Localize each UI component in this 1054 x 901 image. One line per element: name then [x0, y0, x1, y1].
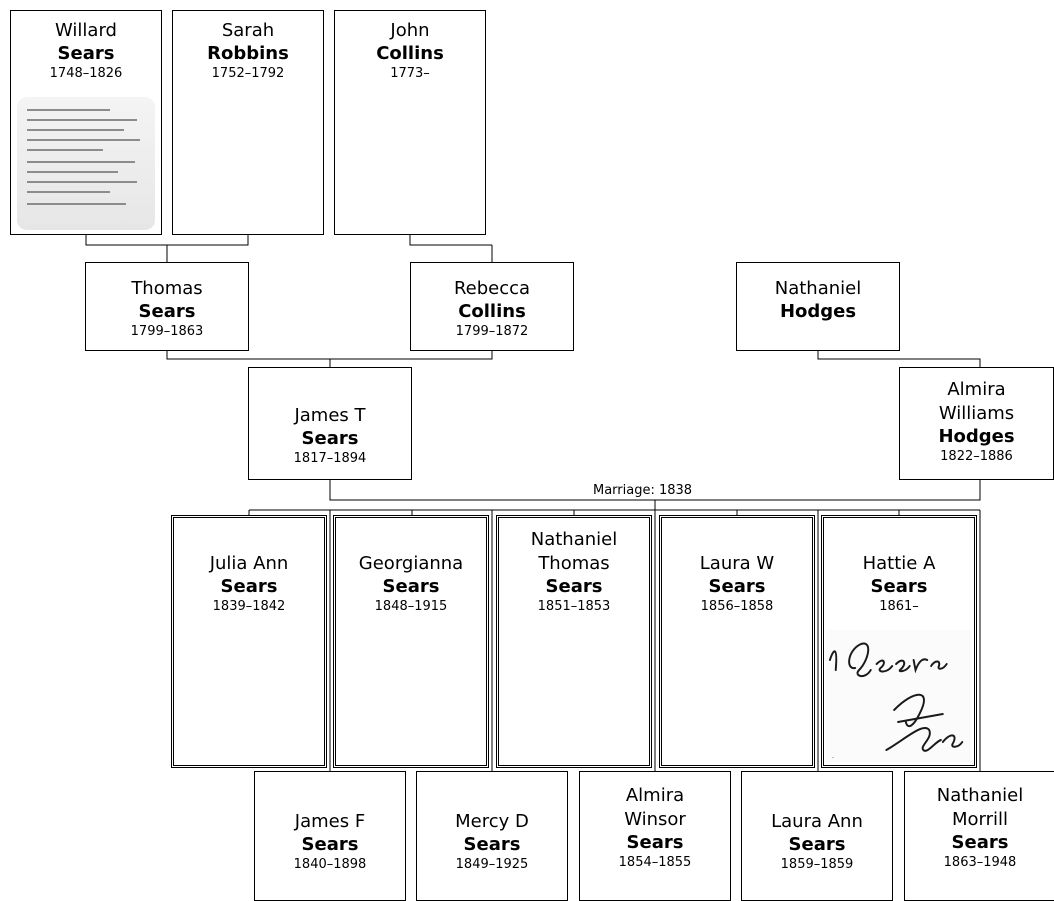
given-name: Almira Winsor — [624, 785, 686, 830]
person-thomas-sears[interactable]: Thomas Sears 1799–1863 — [85, 262, 249, 351]
person-nathaniel-morrill-sears[interactable]: Nathaniel Morrill Sears 1863–1948 — [904, 771, 1054, 901]
svg-text:.: . — [832, 752, 834, 760]
surname: Sears — [545, 576, 603, 597]
person-james-t-sears[interactable]: James T Sears 1817–1894 — [248, 367, 412, 480]
given-name: Almira Williams — [938, 379, 1015, 424]
surname: Sears — [708, 576, 766, 597]
surname: Sears — [788, 834, 846, 855]
given-name: Laura Ann — [771, 811, 863, 832]
person-julia-ann-sears[interactable]: Julia Ann Sears 1839–1842 — [171, 515, 327, 768]
signature-photo[interactable]: . — [826, 630, 972, 762]
life-dates: 1799–1863 — [130, 324, 204, 339]
given-name: Sarah — [221, 20, 275, 41]
surname: Sears — [220, 576, 278, 597]
life-dates: 1848–1915 — [374, 599, 448, 614]
given-name: James F — [294, 811, 366, 832]
person-mercy-d-sears[interactable]: Mercy D Sears 1849–1925 — [416, 771, 568, 901]
person-james-f-sears[interactable]: James F Sears 1840–1898 — [254, 771, 406, 901]
person-laura-ann-sears[interactable]: Laura Ann Sears 1859–1859 — [741, 771, 893, 901]
surname: Sears — [138, 301, 196, 322]
person-almira-winsor-sears[interactable]: Almira Winsor Sears 1854–1855 — [579, 771, 731, 901]
person-john-collins[interactable]: John Collins 1773– — [334, 10, 486, 235]
life-dates: 1849–1925 — [455, 857, 529, 872]
surname: Sears — [301, 834, 359, 855]
person-nathaniel-thomas-sears[interactable]: Nathaniel Thomas Sears 1851–1853 — [496, 515, 652, 768]
surname: Robbins — [207, 43, 289, 64]
life-dates: 1752–1792 — [211, 66, 285, 81]
given-name: Nathaniel Morrill — [936, 785, 1024, 830]
life-dates: 1773– — [390, 66, 430, 81]
person-georgianna-sears[interactable]: Georgianna Sears 1848–1915 — [333, 515, 489, 768]
life-dates: 1861– — [879, 599, 919, 614]
life-dates: 1840–1898 — [293, 857, 367, 872]
surname: Collins — [376, 43, 444, 64]
given-name: Laura W — [699, 553, 775, 574]
surname: Sears — [951, 832, 1009, 853]
connector-lines — [85, 235, 981, 771]
surname: Hodges — [938, 426, 1015, 447]
person-rebecca-collins[interactable]: Rebecca Collins 1799–1872 — [410, 262, 574, 351]
given-name: Georgianna — [358, 553, 464, 574]
person-sarah-robbins[interactable]: Sarah Robbins 1752–1792 — [172, 10, 324, 235]
surname: Sears — [57, 43, 115, 64]
surname: Collins — [458, 301, 526, 322]
person-laura-w-sears[interactable]: Laura W Sears 1856–1858 — [659, 515, 815, 768]
life-dates: 1822–1886 — [940, 449, 1013, 464]
given-name: James T — [294, 405, 366, 426]
given-name: Nathaniel — [774, 278, 862, 299]
document-photo[interactable] — [17, 97, 155, 230]
surname: Hodges — [779, 301, 857, 322]
life-dates: 1817–1894 — [293, 451, 367, 466]
life-dates: 1851–1853 — [537, 599, 611, 614]
life-dates: 1799–1872 — [455, 324, 529, 339]
person-almira-williams-hodges[interactable]: Almira Williams Hodges 1822–1886 — [899, 367, 1054, 480]
person-willard-sears[interactable]: Willard Sears 1748–1826 — [10, 10, 162, 235]
given-name: Thomas — [131, 278, 203, 299]
given-name: John — [390, 20, 430, 41]
given-name: Julia Ann — [209, 553, 289, 574]
person-nathaniel-hodges[interactable]: Nathaniel Hodges — [736, 262, 900, 351]
given-name: Mercy D — [455, 811, 529, 832]
given-name: Willard — [55, 20, 117, 41]
marriage-label: Marriage: 1838 — [591, 483, 695, 499]
life-dates: 1856–1858 — [700, 599, 774, 614]
life-dates: 1748–1826 — [49, 66, 123, 81]
surname: Sears — [870, 576, 928, 597]
life-dates: 1863–1948 — [943, 855, 1017, 870]
life-dates: 1859–1859 — [780, 857, 854, 872]
surname: Sears — [626, 832, 684, 853]
life-dates: 1854–1855 — [618, 855, 692, 870]
life-dates: 1839–1842 — [212, 599, 286, 614]
given-name: Rebecca — [453, 278, 531, 299]
surname: Sears — [463, 834, 521, 855]
person-hattie-a-sears[interactable]: Hattie A Sears 1861– . — [821, 515, 977, 768]
given-name: Hattie A — [862, 553, 936, 574]
surname: Sears — [301, 428, 359, 449]
surname: Sears — [382, 576, 440, 597]
given-name: Nathaniel Thomas — [530, 529, 618, 574]
